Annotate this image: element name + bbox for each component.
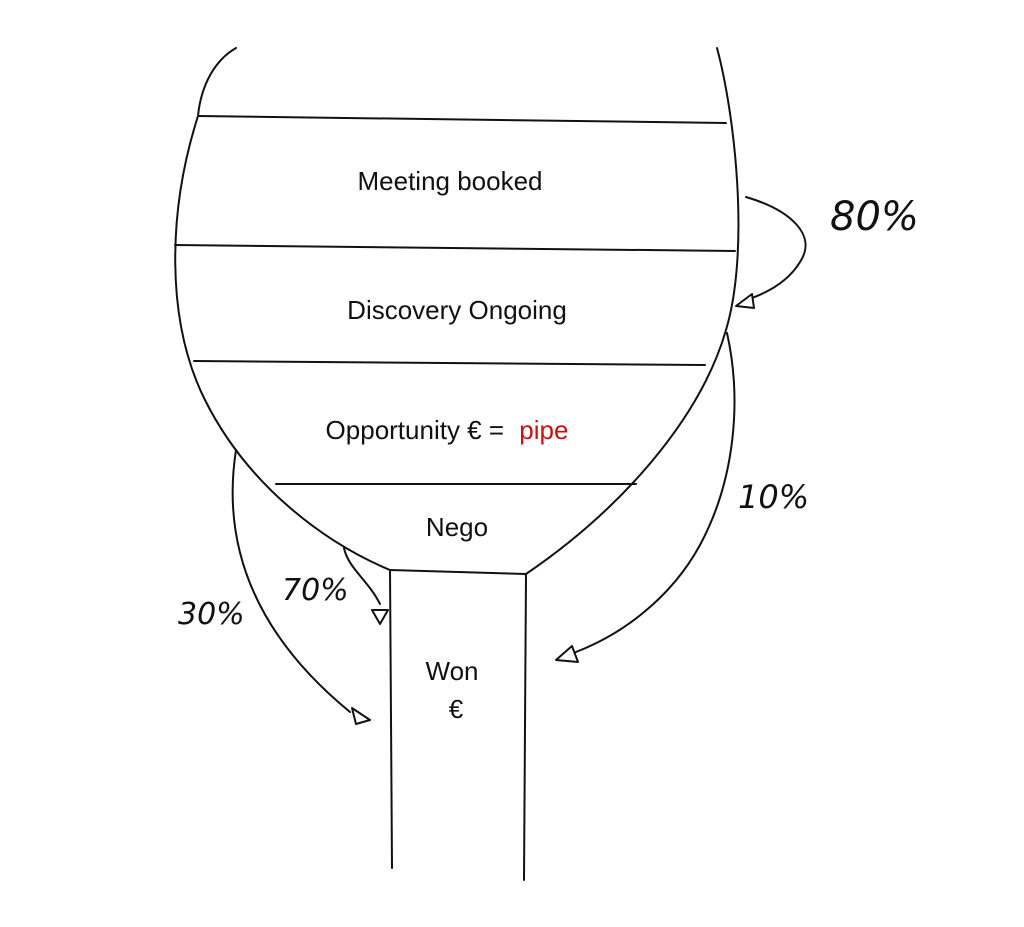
stem-right bbox=[523, 573, 527, 881]
arrow-30-curve bbox=[231, 449, 351, 713]
arrow-10-curve bbox=[575, 332, 736, 653]
arrow-30: 30% bbox=[178, 449, 371, 725]
label-80: 80% bbox=[830, 194, 919, 240]
divider-2 bbox=[174, 244, 736, 252]
stage-opportunity: Opportunity € = pipe bbox=[326, 415, 569, 445]
funnel-outline bbox=[174, 47, 740, 881]
label-30: 30% bbox=[178, 597, 245, 632]
stage-meeting-booked: Meeting booked bbox=[357, 166, 542, 196]
arrow-10-head bbox=[555, 645, 579, 663]
arrow-70-curve bbox=[343, 547, 381, 605]
arrow-70: 70% bbox=[282, 547, 389, 625]
arrow-80-head bbox=[735, 293, 755, 309]
arrow-70-head bbox=[371, 609, 389, 625]
stage-discovery-ongoing: Discovery Ongoing bbox=[347, 295, 567, 325]
stem-top bbox=[389, 569, 527, 575]
stage-won: Won bbox=[426, 656, 479, 686]
divider-3 bbox=[193, 360, 706, 366]
stage-nego: Nego bbox=[426, 512, 488, 542]
arrow-80-curve bbox=[745, 196, 807, 299]
pipe-highlight: pipe bbox=[519, 415, 568, 445]
arrow-30-head bbox=[351, 707, 371, 725]
stage-dividers bbox=[174, 115, 736, 485]
funnel-right-edge bbox=[525, 47, 740, 575]
label-10: 10% bbox=[738, 478, 809, 516]
label-70: 70% bbox=[282, 573, 349, 608]
opportunity-label: Opportunity € = bbox=[326, 415, 505, 445]
divider-1 bbox=[197, 115, 727, 124]
funnel-left-edge bbox=[174, 47, 391, 571]
stem-left bbox=[389, 569, 393, 869]
arrow-80: 80% bbox=[735, 194, 919, 309]
stage-won-currency: € bbox=[449, 694, 464, 724]
arrow-10: 10% bbox=[555, 332, 809, 663]
